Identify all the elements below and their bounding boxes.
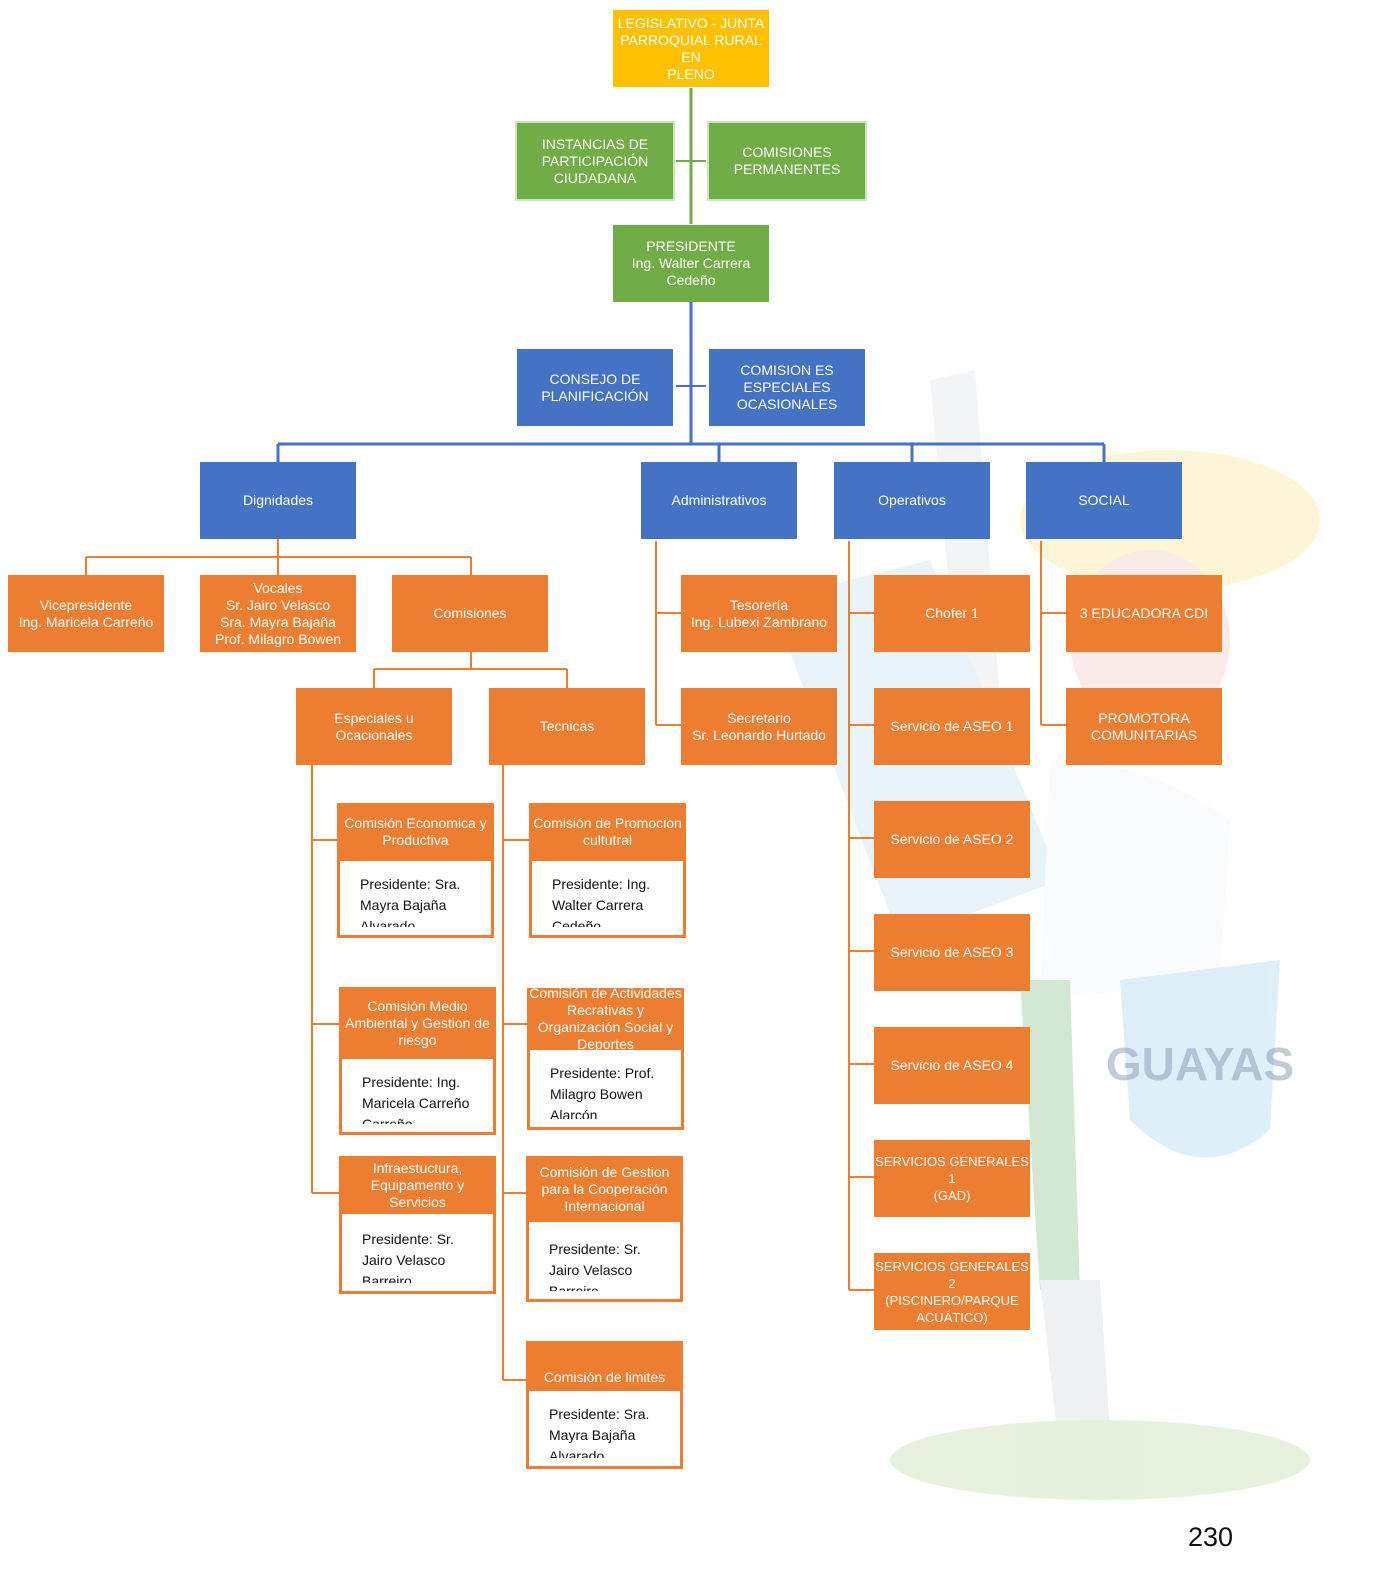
consejo-planificacion-box: CONSEJO DE PLANIFICACIÓN <box>517 349 673 426</box>
tesoreria-box: Tesorería Ing. Lubexi Zambrano <box>681 575 837 652</box>
vicepresidente-box: Vicepresidente Ing. Maricela Carreño <box>8 575 164 652</box>
administrativos-box: Administrativos <box>641 462 797 539</box>
card-president: Presidente: Ing. Maricela Carreño Carreñ… <box>362 1074 470 1124</box>
page-number: 230 <box>1188 1522 1234 1552</box>
card-president: Presidente: Prof. Milagro Bowen Alarcón <box>550 1065 655 1119</box>
card-president: Presidente: Sr. Jairo Velasco Barreiro <box>362 1231 454 1283</box>
comision-actividades-recreativas-card: Comisión de Actividades Recrativas y Org… <box>527 988 684 1130</box>
card-president: Presidente: Sra. Mayra Bajaña Alvarado <box>549 1406 650 1458</box>
promotora-comunitarias-box: PROMOTORA COMUNITARIAS <box>1066 688 1222 765</box>
card-title: Comisión de limites <box>526 1341 683 1391</box>
chofer-box: Chofer 1 <box>874 575 1030 652</box>
comisiones-box: Comisiones <box>392 575 548 652</box>
aseo-4-box: Servicio de ASEO 4 <box>874 1027 1030 1104</box>
aseo-2-box: Servicio de ASEO 2 <box>874 801 1030 878</box>
comisiones-permanentes-box: COMISIONES PERMANENTES <box>707 121 867 201</box>
instancias-participacion-box: INSTANCIAS DE PARTICIPACIÓN CIUDADANA <box>515 121 675 201</box>
card-title: Comisión de Infraestuctura, Equipamento … <box>339 1156 496 1214</box>
presidente-box: PRESIDENTE Ing. Walter Carrera Cedeño <box>613 225 769 302</box>
comision-cooperacion-internacional-card: Comisión de Gestion para la Cooperación … <box>526 1156 683 1302</box>
servicios-generales-2-box: SERVICIOS GENERALES 2 (PISCINERO/PARQUE … <box>874 1253 1030 1330</box>
card-president: Presidente: Ing. Walter Carrera Cedeño <box>552 876 651 927</box>
card-title: Comisión de Actividades Recrativas y Org… <box>527 988 684 1050</box>
operativos-box: Operativos <box>834 462 990 539</box>
comision-limites-card: Comisión de limites Presidente: Sra. May… <box>526 1341 683 1469</box>
tecnicas-box: Tecnicas <box>489 688 645 765</box>
aseo-1-box: Servicio de ASEO 1 <box>874 688 1030 765</box>
card-title: Comisión Medio Ambiental y Gestion de ri… <box>339 987 496 1059</box>
comision-medio-ambiental-card: Comisión Medio Ambiental y Gestion de ri… <box>339 987 496 1135</box>
card-president: Presidente: Sra. Mayra Bajaña Alvarado <box>360 876 461 927</box>
comision-infraestructura-card: Comisión de Infraestuctura, Equipamento … <box>339 1156 496 1294</box>
vocales-box: Vocales Sr. Jairo Velasco Sra. Mayra Baj… <box>200 575 356 652</box>
legislativo-box: LEGISLATIVO - JUNTA PARROQUIAL RURAL EN … <box>613 10 769 87</box>
secretario-box: Secretario Sr. Leonardo Hurtado <box>681 688 837 765</box>
card-title: Comisión Economica y Productiva <box>337 803 494 861</box>
especiales-ocacionales-box: Especiales u Ocacionales <box>296 688 452 765</box>
dignidades-box: Dignidades <box>200 462 356 539</box>
comision-economica-card: Comisión Economica y Productiva Presiden… <box>337 803 494 938</box>
aseo-3-box: Servicio de ASEO 3 <box>874 914 1030 991</box>
card-president: Presidente: Sr. Jairo Velasco Barreiro <box>549 1241 641 1291</box>
comisiones-especiales-ocasionales-box: COMISION ES ESPECIALES OCASIONALES <box>709 349 865 426</box>
social-box: SOCIAL <box>1026 462 1182 539</box>
card-title: Comisión de Gestion para la Cooperación … <box>526 1156 683 1222</box>
comision-promocion-cultural-card: Comisión de Promocion cultutral Presiden… <box>529 803 686 938</box>
servicios-generales-1-box: SERVICIOS GENERALES 1 (GAD) <box>874 1140 1030 1217</box>
educadora-cdi-box: 3 EDUCADORA CDI <box>1066 575 1222 652</box>
card-title: Comisión de Promocion cultutral <box>529 803 686 861</box>
